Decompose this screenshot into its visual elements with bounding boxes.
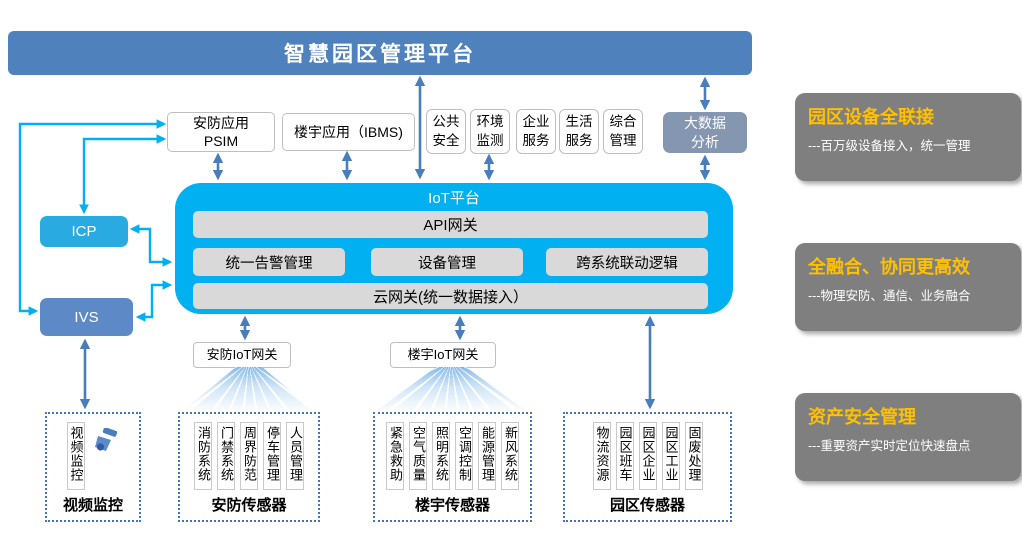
sensor-energy-mgmt: 能源管理 bbox=[478, 422, 496, 490]
iot-platform: IoT平台 API网关 统一告警管理 设备管理 跨系统联动逻辑 云网关(统一数据… bbox=[175, 183, 733, 314]
app-life-service-line2: 服务 bbox=[565, 132, 593, 148]
cloud-gateway-bar: 云网关(统一数据接入） bbox=[193, 283, 708, 309]
sensor-lighting-system: 照明系统 bbox=[432, 422, 450, 490]
fan-connector-building bbox=[376, 367, 526, 411]
sensor-park-enterprise: 园区企业 bbox=[638, 422, 657, 490]
fan-connector-security bbox=[183, 367, 315, 411]
group-security-sensors: 消防系统 门禁系统 周界防范 停车管理 人员管理 安防传感器 bbox=[178, 412, 320, 522]
ivs-node: IVS bbox=[40, 298, 133, 336]
app-env-monitoring-box: 环境 监测 bbox=[470, 109, 510, 154]
app-env-monitoring-line1: 环境 bbox=[476, 114, 504, 130]
app-public-safety-box: 公共 安全 bbox=[426, 109, 466, 154]
sensor-logistics-resources: 物流资源 bbox=[592, 422, 611, 490]
api-gateway-bar: API网关 bbox=[193, 211, 708, 238]
group-building-sensors: 紧急救助 空气质量 照明系统 空调控制 能源管理 新风系统 楼宇传感器 bbox=[373, 412, 532, 522]
highlight-asset-security-title: 资产安全管理 bbox=[808, 407, 916, 427]
group-park-sensors: 物流资源 园区班车 园区企业 园区工业 固废处理 园区传感器 bbox=[563, 412, 732, 522]
app-psim-line2: PSIM bbox=[203, 133, 239, 149]
sensor-fresh-air-system: 新风系统 bbox=[501, 422, 519, 490]
sensor-park-shuttle: 园区班车 bbox=[615, 422, 634, 490]
module-unified-alarm: 统一告警管理 bbox=[193, 248, 345, 276]
highlight-convergence-subtitle: ---物理安防、通信、业务融合 bbox=[808, 289, 971, 303]
app-life-service-box: 生活 服务 bbox=[559, 109, 599, 154]
group-label-building-sensors: 楼宇传感器 bbox=[414, 497, 490, 514]
app-psim-box: 安防应用 PSIM bbox=[167, 112, 275, 152]
group-label-park-sensors: 园区传感器 bbox=[609, 497, 685, 514]
page-title: 智慧园区管理平台 bbox=[8, 31, 752, 75]
app-enterprise-service-box: 企业 服务 bbox=[516, 109, 556, 154]
app-ibms-box: 楼宇应用（IBMS) bbox=[282, 113, 415, 151]
app-enterprise-service-line2: 服务 bbox=[522, 132, 550, 148]
security-iot-gateway: 安防IoT网关 bbox=[193, 342, 291, 368]
video-surveillance-column: 视频监控 bbox=[66, 422, 85, 490]
highlight-asset-security-subtitle: ---重要资产实时定位快速盘点 bbox=[808, 439, 971, 453]
sensor-emergency-aid: 紧急救助 bbox=[386, 422, 404, 490]
sensor-perimeter-defense: 周界防范 bbox=[240, 422, 258, 490]
big-data-analysis-box: 大数据 分析 bbox=[663, 112, 747, 153]
app-public-safety-line1: 公共 bbox=[432, 114, 460, 130]
sensor-hvac-control: 空调控制 bbox=[455, 422, 473, 490]
highlight-convergence: 全融合、协同更高效 ---物理安防、通信、业务融合 bbox=[795, 243, 1021, 331]
big-data-line2: 分析 bbox=[691, 133, 719, 150]
app-psim-line1: 安防应用 bbox=[193, 114, 249, 131]
app-comprehensive-mgmt-line1: 综合 bbox=[609, 114, 637, 130]
app-life-service-line1: 生活 bbox=[565, 114, 593, 130]
module-device-mgmt: 设备管理 bbox=[371, 248, 523, 276]
big-data-line1: 大数据 bbox=[684, 115, 726, 132]
sensor-park-industry: 园区工业 bbox=[661, 422, 680, 490]
iot-platform-title: IoT平台 bbox=[428, 190, 480, 207]
highlight-device-connection-title: 园区设备全联接 bbox=[808, 107, 934, 127]
group-video-surveillance: 视频监控 视频监控 bbox=[45, 412, 141, 522]
app-env-monitoring-line2: 监测 bbox=[476, 132, 504, 148]
app-enterprise-service-line1: 企业 bbox=[522, 114, 550, 130]
building-iot-gateway: 楼宇IoT网关 bbox=[390, 342, 496, 368]
highlight-convergence-title: 全融合、协同更高效 bbox=[808, 257, 970, 277]
sensor-access-control: 门禁系统 bbox=[217, 422, 235, 490]
app-public-safety-line2: 安全 bbox=[432, 132, 460, 148]
highlight-device-connection-subtitle: ---百万级设备接入，统一管理 bbox=[808, 139, 971, 153]
highlight-asset-security: 资产安全管理 ---重要资产实时定位快速盘点 bbox=[795, 393, 1021, 481]
highlight-device-connection: 园区设备全联接 ---百万级设备接入，统一管理 bbox=[795, 93, 1021, 181]
module-cross-system-linkage: 跨系统联动逻辑 bbox=[546, 248, 708, 276]
app-comprehensive-mgmt-line2: 管理 bbox=[609, 132, 637, 148]
group-label-security-sensors: 安防传感器 bbox=[211, 497, 287, 514]
sensor-air-quality: 空气质量 bbox=[409, 422, 427, 490]
sensor-fire-system: 消防系统 bbox=[194, 422, 212, 490]
sensor-parking-mgmt: 停车管理 bbox=[263, 422, 281, 490]
app-comprehensive-mgmt-box: 综合 管理 bbox=[603, 109, 643, 154]
sensor-personnel-mgmt: 人员管理 bbox=[286, 422, 304, 490]
camera-icon bbox=[94, 428, 117, 451]
group-label-video-surveillance: 视频监控 bbox=[62, 497, 123, 514]
sensor-solid-waste: 固废处理 bbox=[684, 422, 703, 490]
icp-node: ICP bbox=[40, 216, 128, 247]
